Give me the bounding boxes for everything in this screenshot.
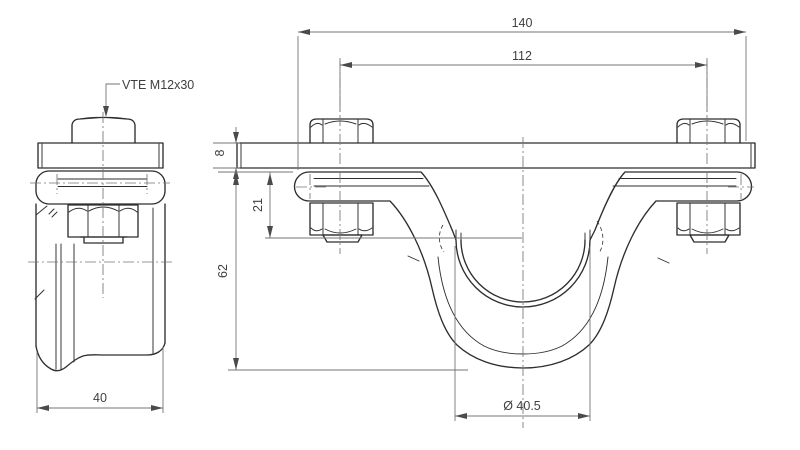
dimension-bore-diameter: Ø 40.5 [454, 246, 591, 421]
front-right-nut [676, 202, 741, 243]
dimension-overall-height: 62 [216, 172, 468, 371]
side-body [28, 112, 172, 372]
dim-text-bore: Ø 40.5 [503, 399, 541, 413]
centerlines [339, 58, 708, 428]
side-plate [37, 142, 164, 169]
callout-label: VTE M12x30 [122, 78, 194, 92]
dimension-side-width: 40 [36, 347, 164, 413]
dimension-flange-to-center: 21 [218, 171, 522, 239]
dim-text-140: 140 [512, 16, 533, 30]
dim-text-21: 21 [251, 198, 265, 212]
side-nut [67, 204, 139, 244]
dimension-hole-spacing: 112 [339, 49, 708, 112]
front-left-bolt-head [309, 118, 374, 144]
u-strap [293, 171, 754, 369]
front-plate [236, 142, 756, 169]
dim-text-40: 40 [93, 391, 107, 405]
side-bolt-head [71, 116, 136, 144]
dim-text-8: 8 [213, 149, 227, 156]
dim-text-112: 112 [512, 49, 532, 63]
dimension-overall-width: 140 [297, 16, 747, 170]
front-right-bolt-head [676, 118, 741, 144]
side-flange [30, 170, 170, 205]
dim-text-62: 62 [216, 264, 230, 278]
callout-leader: VTE M12x30 [103, 78, 194, 117]
front-view [236, 58, 756, 428]
front-left-nut [309, 202, 374, 243]
side-view [28, 112, 172, 372]
